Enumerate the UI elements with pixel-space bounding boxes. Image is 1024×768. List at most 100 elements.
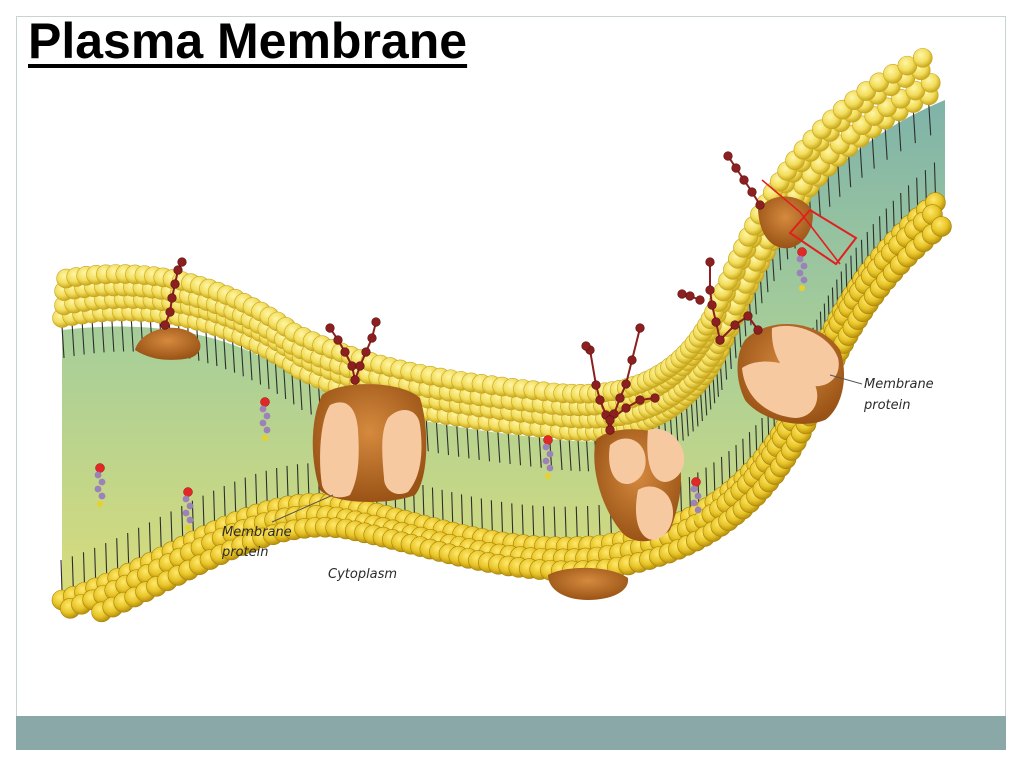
membrane-protein-right <box>737 323 845 424</box>
lipid-tail <box>521 504 524 537</box>
glycolipid-head <box>183 487 193 497</box>
glycolipid-end <box>185 525 191 531</box>
glycolipid-tail-bead <box>694 506 702 514</box>
glycolipid-end <box>693 515 699 521</box>
lipid-tail <box>61 325 65 359</box>
lipid-tail <box>296 464 299 497</box>
lipid-tail <box>466 426 470 459</box>
lipid-tail <box>460 494 464 527</box>
glycolipid-tail-bead <box>259 405 267 413</box>
label-membrane-protein-right-line1: Membrane <box>864 377 934 392</box>
sugar-unit <box>160 320 170 330</box>
lipid-tail <box>82 552 86 585</box>
lipid-tail <box>159 516 162 549</box>
lipid-tail <box>871 136 875 169</box>
lipid-tail <box>257 352 262 385</box>
lipid-tail <box>912 111 916 144</box>
lipid-tail <box>127 533 130 566</box>
sugar-unit <box>355 361 365 371</box>
lipid-tail <box>675 412 679 445</box>
sugar-unit <box>621 379 631 389</box>
glycolipid-tail-bead <box>186 502 194 510</box>
lipid-tail <box>138 527 141 560</box>
lipid-tail <box>532 505 535 538</box>
lipid-tail <box>713 462 716 495</box>
lipid-tail <box>827 174 831 207</box>
lipid-tail <box>538 435 542 468</box>
sugar-unit <box>753 325 763 335</box>
sugar-unit <box>711 317 721 327</box>
sugar-unit <box>723 151 733 161</box>
lipid-tail <box>240 344 244 377</box>
lipid-tail <box>244 477 247 510</box>
lipid-tail <box>528 434 532 467</box>
glycolipid-tail-bead <box>259 419 267 427</box>
lipid-tail <box>497 430 501 463</box>
sugar-unit <box>731 163 741 173</box>
lipid-tail <box>690 399 694 432</box>
lipid-tail <box>933 162 936 195</box>
lipid-tail <box>291 372 295 405</box>
lipid-tail <box>848 155 852 188</box>
lipid-tail <box>575 506 578 539</box>
sugar-unit <box>739 175 749 185</box>
peripheral-protein-bottom <box>548 567 629 600</box>
phospholipid-head <box>931 216 952 237</box>
lipid-tail <box>232 340 236 373</box>
sugar-unit <box>715 335 725 345</box>
sugar-unit <box>743 311 753 321</box>
lipid-tail <box>542 506 545 539</box>
sugar-unit <box>650 393 660 403</box>
lipid-tail <box>476 427 480 460</box>
lipid-tail <box>568 438 572 471</box>
glycolipid-tail-bead <box>546 450 554 458</box>
label-cytoplasm: Cytoplasm <box>328 567 397 582</box>
slide-title: Plasma Membrane <box>28 13 468 69</box>
lipid-tail <box>299 377 303 411</box>
glycolipid-head <box>691 477 701 487</box>
lipid-tail <box>130 319 134 352</box>
lipid-tail <box>105 543 108 576</box>
footer-band <box>16 716 1006 750</box>
lipid-tail <box>249 348 253 381</box>
membrane-core <box>62 100 945 600</box>
lipid-tail <box>688 477 691 510</box>
lipid-tail <box>859 145 863 178</box>
lipid-tail <box>255 473 258 506</box>
lipid-tail <box>148 522 151 555</box>
label-pointer-right <box>829 374 863 385</box>
lipid-tail <box>111 319 115 352</box>
glycolipid-tail-bead <box>800 276 808 284</box>
glycolipid-tail-bead <box>796 255 804 263</box>
glycolipid-tail-bead <box>98 492 106 500</box>
sugar-unit <box>635 395 645 405</box>
lipid-tail <box>71 556 74 589</box>
lipid-tail <box>916 177 919 210</box>
sugar-unit <box>755 200 765 210</box>
lipid-tail <box>214 334 218 367</box>
sugar-unit <box>581 341 591 351</box>
lipid-tail <box>223 485 226 519</box>
label-membrane-protein-left-line2: protein <box>221 545 269 560</box>
label-membrane-protein-right-line2: protein <box>863 398 911 413</box>
lipid-tail <box>679 481 683 514</box>
lipid-tail <box>898 119 902 152</box>
glycolipid-tail-bead <box>796 269 804 277</box>
lipid-tail <box>274 361 278 394</box>
membrane-protein-channel <box>594 428 685 542</box>
sugar-unit <box>347 361 357 371</box>
glycolipid-tail-bead <box>94 471 102 479</box>
lipid-tail <box>456 424 460 457</box>
lipid-tail <box>223 337 227 370</box>
lipid-tail <box>705 467 708 500</box>
glycolipid-end <box>545 473 551 479</box>
lipid-tail <box>685 404 689 437</box>
sugar-unit <box>595 395 605 405</box>
sugar-unit <box>361 347 371 357</box>
lipid-tail <box>598 504 601 538</box>
sugar-unit <box>165 307 175 317</box>
lipid-tail <box>307 463 310 496</box>
glycan-link <box>631 327 641 361</box>
sugar-unit <box>591 380 601 390</box>
peripheral-protein-top-left <box>135 327 201 360</box>
